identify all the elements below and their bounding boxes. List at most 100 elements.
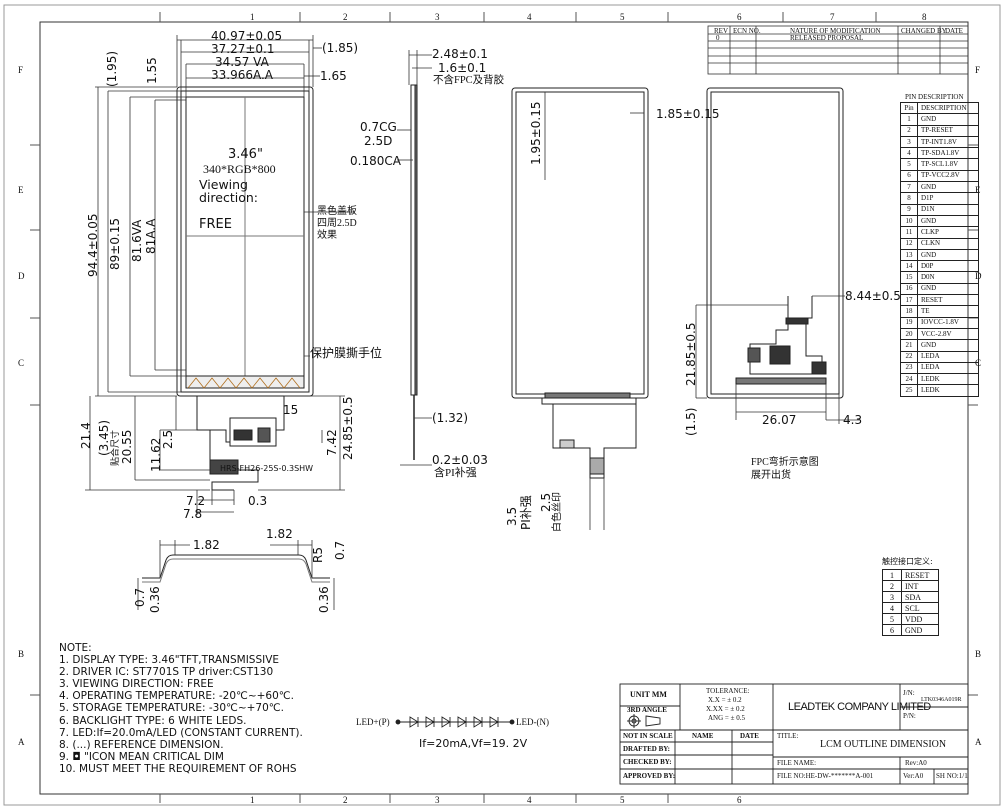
dim-rear-25: 2.5 xyxy=(539,492,553,512)
dim-036-right: 0.36 xyxy=(317,586,331,613)
dim-2607: 26.07 xyxy=(762,413,797,427)
pin-description: GND xyxy=(917,113,979,126)
pin-number: 14 xyxy=(900,260,918,273)
pin-number: 17 xyxy=(900,294,918,307)
dim-va-width: 34.57 VA xyxy=(215,55,269,69)
dim-rear-35: 3.5 xyxy=(505,506,519,526)
pin-header-row: Pin DESCRIPTION xyxy=(900,101,979,115)
dim-07cg: 0.7CG xyxy=(360,120,397,134)
pin-description: D1N xyxy=(917,203,979,216)
grid-col-5: 5 xyxy=(620,12,625,22)
grid-col-6-bottom: 6 xyxy=(737,795,742,805)
grid-col-3: 3 xyxy=(435,12,440,22)
date-label: DATE xyxy=(740,732,759,740)
dim-78: 7.8 xyxy=(183,507,203,521)
pin-description: GND xyxy=(917,282,979,296)
dim-155: 1.55 xyxy=(145,57,159,84)
pin-description: TP-SDA1.8V xyxy=(917,147,979,160)
pin-description: RESET xyxy=(917,294,979,307)
title-block-lines xyxy=(619,683,969,785)
pin-number: 12 xyxy=(900,237,918,250)
pin-number: 11 xyxy=(900,226,918,239)
rev-nature: RELEASED PROPOSAL xyxy=(790,34,864,42)
dim-182-left: 1.82 xyxy=(193,538,220,552)
drafted-label: DRAFTED BY: xyxy=(623,745,670,753)
tp-pin-number: 4 xyxy=(882,602,902,614)
grid-row-e: E xyxy=(18,185,24,195)
pin-description: GND xyxy=(917,181,979,194)
grid-row-b-right: B xyxy=(975,649,982,659)
dim-outer-width: 37.27±0.1 xyxy=(211,42,275,56)
dim-overall-width: 40.97±0.05 xyxy=(211,29,283,43)
led-minus-label: LED-(N) xyxy=(516,717,549,727)
display-size: 3.46" xyxy=(228,147,263,162)
pi-note: 含PI补强 xyxy=(434,467,477,479)
pin-description: VCC-2.8V xyxy=(917,327,979,341)
grid-col-3-bottom: 3 xyxy=(435,795,440,805)
projection-symbol xyxy=(627,714,661,728)
rear-view xyxy=(511,87,649,530)
rev-header-nature: NATURE OF MODIFICATION xyxy=(790,27,881,35)
note-line: 7. LED:If=20.0mA/LED (CONSTANT CURRENT). xyxy=(59,726,303,739)
pin-number: 10 xyxy=(900,214,918,228)
led-spec: If=20mA,Vf=19. 2V xyxy=(419,737,528,750)
pin-number: 20 xyxy=(900,327,918,341)
front-view xyxy=(85,35,355,515)
dim-43: 4.3 xyxy=(843,413,863,427)
grid-col-7: 7 xyxy=(830,12,835,22)
grid-col-1: 1 xyxy=(250,12,255,22)
no-fpc-note: 不含FPC及背胶 xyxy=(433,75,505,86)
grid-row-f: F xyxy=(18,65,24,75)
dim-15: 15 xyxy=(283,403,299,417)
dim-742: 7.42 xyxy=(325,429,339,456)
pin-description: TE xyxy=(917,305,979,318)
grid-row-f-right: F xyxy=(975,65,981,75)
pin-description: TP-INT1.8V xyxy=(917,135,979,149)
company-name: LEADTEK COMPANY LIMITED xyxy=(788,701,931,713)
rev-a0: Rev:A0 xyxy=(905,759,927,767)
tp-pin-number: 1 xyxy=(882,569,902,581)
fpc-bend-caption: FPC弯折示意图 xyxy=(751,457,819,468)
pin-number: 8 xyxy=(900,192,918,205)
note-line: 9. ◘ "ICON MEAN CRITICAL DIM xyxy=(59,750,224,763)
rev-header-rev: REV xyxy=(714,27,728,35)
pin-description: LEDA xyxy=(917,361,979,375)
dim-r5: R5 xyxy=(311,547,325,563)
pin-description: GND xyxy=(917,248,979,262)
note-line: 1. DISPLAY TYPE: 3.46"TFT,TRANSMISSIVE xyxy=(59,654,280,667)
pin-number: 16 xyxy=(900,282,918,296)
dim-07-left: 0.7 xyxy=(133,587,147,607)
dim-72: 7.2 xyxy=(186,494,206,508)
pin-description: D0P xyxy=(917,260,979,273)
pin-number: 9 xyxy=(900,203,918,216)
pin-number: 6 xyxy=(900,169,918,183)
dim-outer-height: 89±0.15 xyxy=(108,217,122,270)
pin-description: D0N xyxy=(917,271,979,284)
grid-row-a-right: A xyxy=(975,737,982,747)
pin-number: 4 xyxy=(900,147,918,160)
tp-pin-name: GND xyxy=(901,624,939,636)
pin-table-title: PIN DESCRIPTION xyxy=(905,93,964,101)
led-symbol xyxy=(395,716,515,728)
profile-view xyxy=(137,540,335,610)
file-no: FILE NO:HE-DW-*******A-001 xyxy=(777,772,874,780)
